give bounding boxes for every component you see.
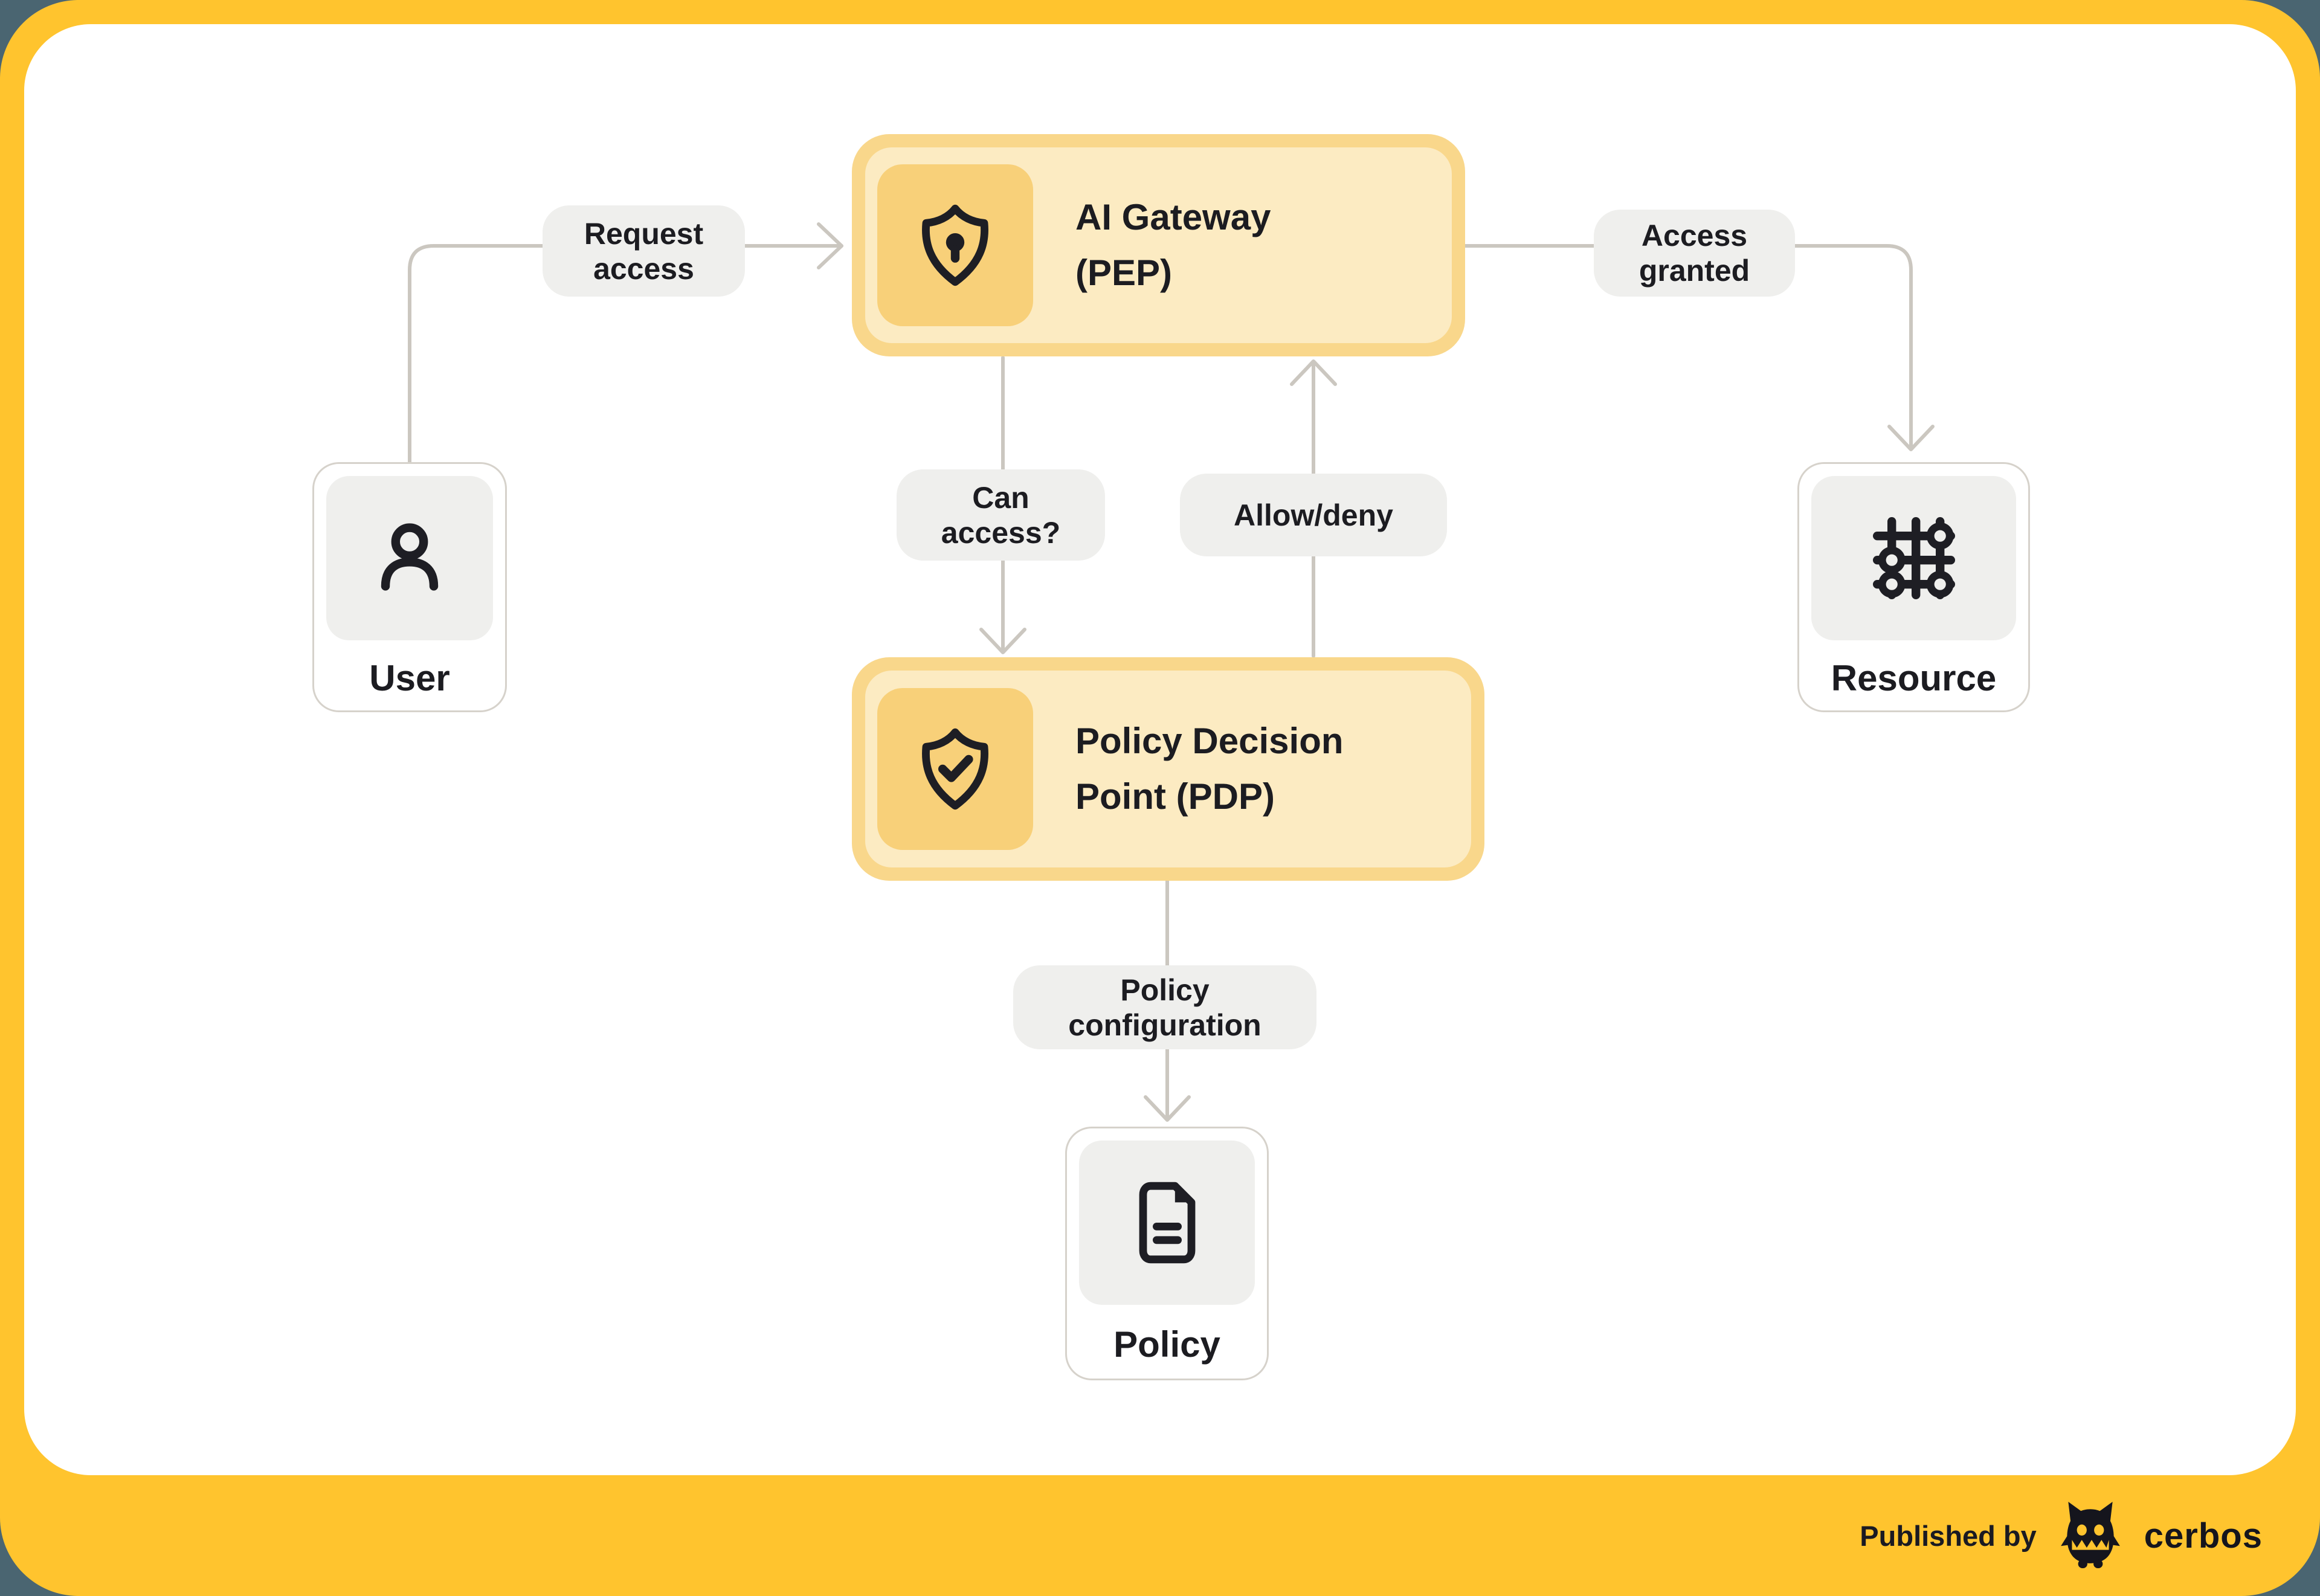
user-node-label: User xyxy=(369,657,450,698)
allow-deny-line1: Allow/deny xyxy=(1234,498,1393,532)
shield-check-icon xyxy=(922,728,988,810)
resource-icon-tile xyxy=(1811,476,2016,640)
policy-node-label: Policy xyxy=(1113,1324,1220,1365)
policy-configuration-label: Policy configuration xyxy=(1013,965,1316,1049)
pep-title-line2: (PEP) xyxy=(1075,253,1173,293)
user-icon-tile xyxy=(326,476,493,640)
can-access-line2: access? xyxy=(941,515,1061,550)
cerbos-wordmark: cerbos xyxy=(2144,1516,2263,1556)
pdp-title-line1: Policy Decision xyxy=(1075,721,1344,761)
footer: Published by cerbos xyxy=(1860,1499,2263,1572)
shield-lock-icon xyxy=(922,204,988,286)
pep-title-line1: AI Gateway xyxy=(1075,197,1271,237)
request-access-line1: Request xyxy=(584,216,704,251)
user-icon xyxy=(381,523,439,591)
grid-nodes-icon xyxy=(1872,517,1955,599)
resource-node: Resource xyxy=(1797,462,2030,712)
access-granted-label: Access granted xyxy=(1594,210,1795,297)
access-granted-line2: granted xyxy=(1638,254,1750,288)
pdp-icon-tile xyxy=(877,688,1033,850)
file-text-icon xyxy=(1139,1182,1195,1264)
allow-deny-label: Allow/deny xyxy=(1180,474,1447,556)
pdp-box: Policy Decision Point (PDP) xyxy=(852,657,1484,881)
pep-icon-tile xyxy=(877,164,1033,326)
access-granted-line1: Access xyxy=(1641,219,1748,253)
pdp-title: Policy Decision Point (PDP) xyxy=(1075,657,1472,881)
pep-title: AI Gateway (PEP) xyxy=(1075,134,1453,356)
request-access-label: Request access xyxy=(543,205,745,297)
policy-icon-tile xyxy=(1079,1141,1255,1305)
policy-configuration-line2: configuration xyxy=(1068,1008,1262,1042)
user-node: User xyxy=(312,462,507,712)
policy-configuration-line1: Policy xyxy=(1120,973,1210,1007)
published-by-text: Published by xyxy=(1860,1519,2037,1552)
cerbos-mascot-icon xyxy=(2060,1502,2120,1568)
resource-node-label: Resource xyxy=(1831,657,1997,698)
can-access-label: Can access? xyxy=(897,469,1105,561)
pdp-title-line2: Point (PDP) xyxy=(1075,776,1275,817)
request-access-line2: access xyxy=(593,251,694,286)
can-access-line1: Can xyxy=(972,480,1030,515)
pep-box: AI Gateway (PEP) xyxy=(852,134,1465,356)
policy-node: Policy xyxy=(1065,1127,1269,1380)
